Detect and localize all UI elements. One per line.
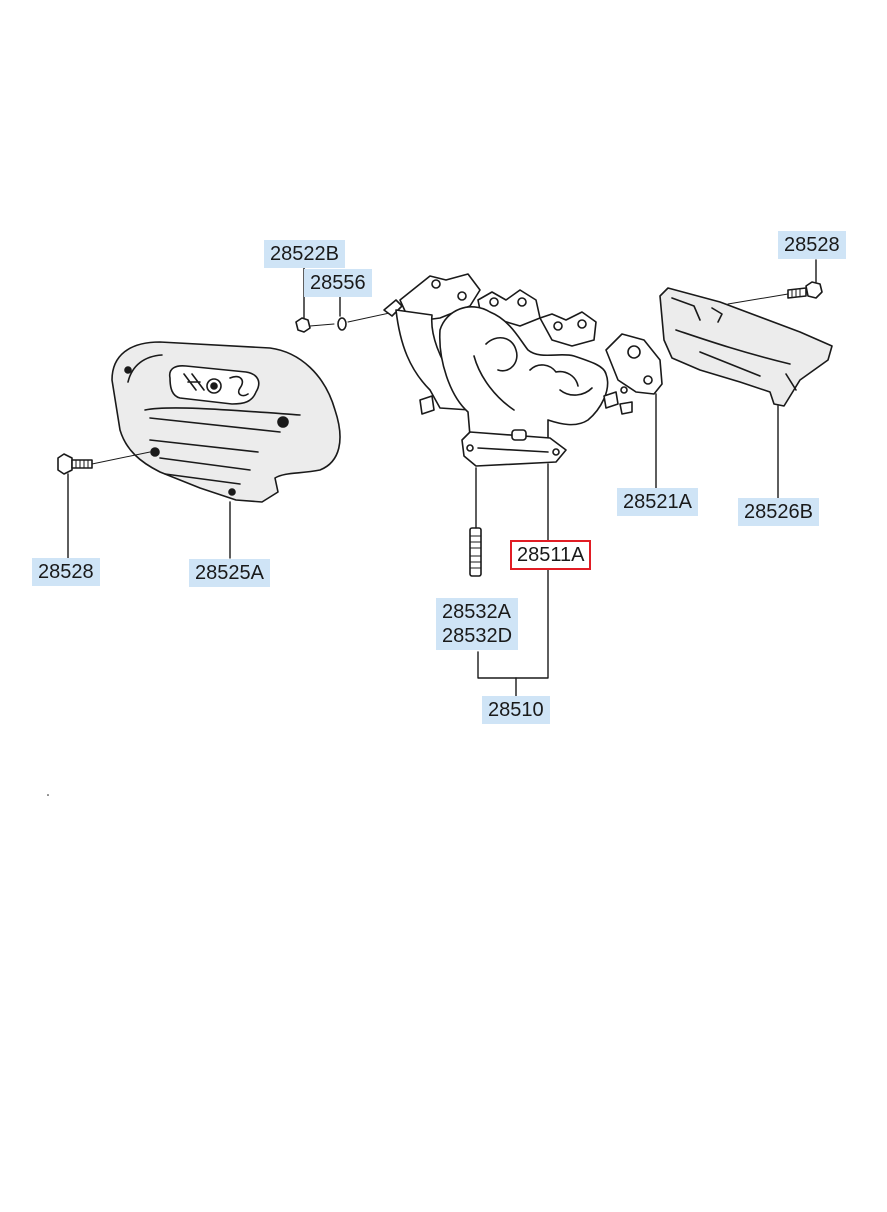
part-label-28532A-28532D[interactable]: 28532A 28532D	[436, 598, 519, 650]
exhaust-manifold-drawing	[395, 273, 663, 467]
part-label-28532D[interactable]: 28532D	[442, 625, 513, 647]
part-label-28510[interactable]: 28510	[482, 696, 550, 724]
part-label-28526B[interactable]: 28526B	[738, 498, 819, 526]
part-label-28532A[interactable]: 28532A	[442, 601, 511, 623]
part-label-28556[interactable]: 28556	[304, 269, 372, 297]
nut-washer-drawing	[295, 299, 403, 333]
part-label-28521A[interactable]: 28521A	[617, 488, 698, 516]
leader-lines	[67, 259, 817, 697]
stud-drawing	[469, 527, 482, 577]
bolt-top-right-drawing	[727, 281, 823, 305]
heat-protector-right-drawing	[659, 287, 833, 407]
part-label-28528-left[interactable]: 28528	[32, 558, 100, 586]
part-label-28522B[interactable]: 28522B	[264, 240, 345, 268]
bolt-left-drawing	[57, 451, 151, 475]
part-label-28525A[interactable]: 28525A	[189, 559, 270, 587]
part-label-28511A-selected[interactable]: 28511A	[510, 540, 592, 570]
heat-protector-left-drawing	[111, 341, 341, 503]
stray-dot	[47, 794, 49, 796]
part-label-28528-top[interactable]: 28528	[778, 231, 846, 259]
